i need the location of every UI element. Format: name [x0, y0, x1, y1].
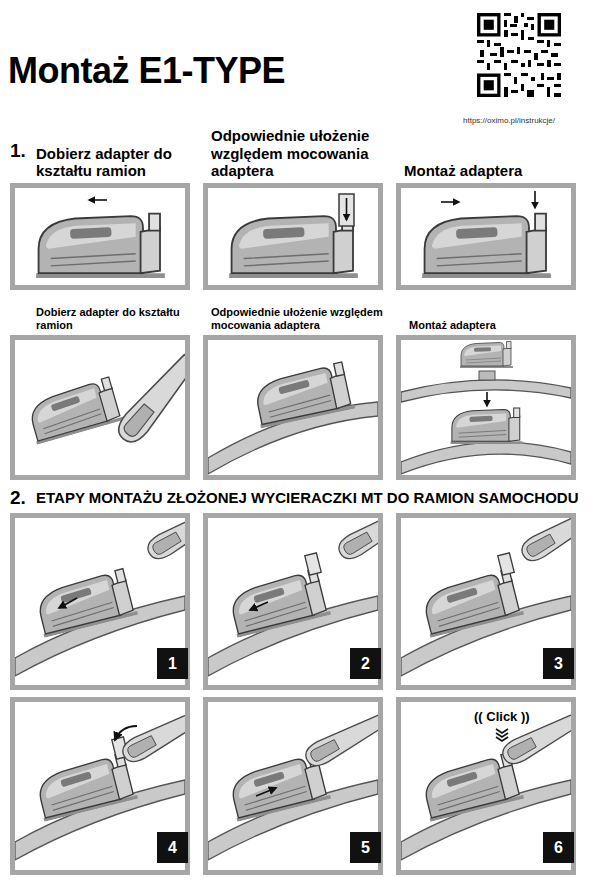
panel-heading: Dobierz adapter do kształtu ramion — [36, 145, 204, 180]
panel-heading: Montaż adaptera — [409, 319, 577, 332]
page-title: Montaż E1-TYPE — [8, 50, 285, 92]
step-number: 5 — [361, 840, 370, 856]
adapter-illustration — [422, 191, 551, 278]
blade-illustration — [401, 342, 571, 475]
panel-heading: Odpowiednie ułożenie względem mocowania … — [211, 127, 389, 180]
panel-heading: Odpowiednie ułożenie względem mocowania … — [211, 306, 397, 332]
step-number-box: 4 — [157, 832, 188, 863]
step-number-box: 6 — [543, 832, 574, 863]
section-heading: ETAPY MONTAŻU ZŁOŻONEJ WYCIERACZKI MT DO… — [36, 489, 578, 507]
step-number-box: 5 — [350, 832, 381, 863]
qr-url: https://oximo.pl/instrukcje/ — [463, 116, 555, 125]
step-number-box: 1 — [157, 648, 188, 679]
adapter-and-arm-illustration — [25, 351, 185, 448]
section-number: 1. — [10, 140, 26, 162]
illustration-panel: Odpowiednie ułożenie względem mocowania … — [203, 183, 383, 290]
step-number: 1 — [168, 656, 177, 672]
adapter-illustration — [229, 194, 358, 278]
step-number: 4 — [168, 840, 177, 856]
illustration-panel: Montaż adaptera — [396, 183, 576, 290]
step-frames — [13, 516, 574, 873]
step-number-box: 3 — [543, 648, 574, 679]
step-number: 2 — [361, 656, 370, 672]
step-number: 3 — [554, 656, 563, 672]
step-number-box: 2 — [350, 648, 381, 679]
illustration-panel: Dobierz adapter do kształtu ramion — [10, 335, 190, 480]
illustration-panel: Dobierz adapter do kształtu ramion — [10, 183, 190, 290]
blade-illustration — [208, 361, 378, 474]
panel-heading: Montaż adaptera — [404, 162, 576, 180]
section-number: 2. — [10, 487, 26, 509]
illustration-panel: Odpowiednie ułożenie względem mocowania … — [203, 335, 383, 480]
panel-heading: Dobierz adapter do kształtu ramion — [36, 306, 204, 332]
adapter-illustration — [36, 200, 165, 278]
qr-code — [477, 13, 561, 97]
click-label: (( Click )) — [474, 709, 530, 724]
step-number: 6 — [554, 840, 563, 856]
illustration-panel: Montaż adaptera — [396, 335, 576, 480]
